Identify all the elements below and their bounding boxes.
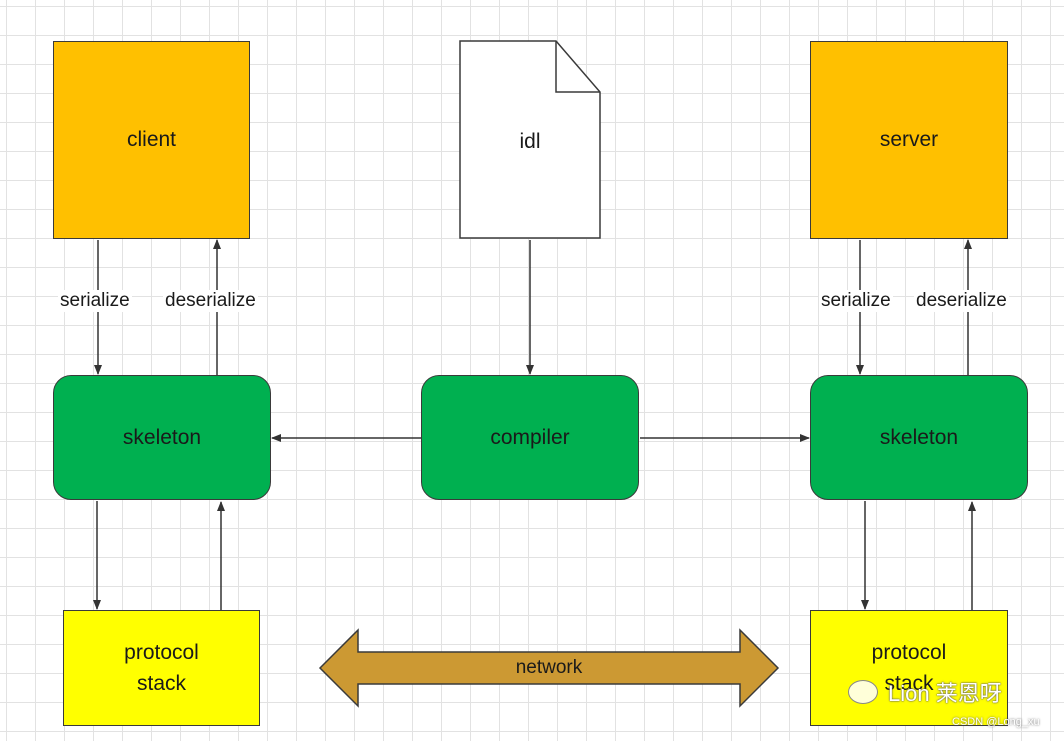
protocol-stack-right-box: protocol stack xyxy=(810,610,1008,726)
client-label: client xyxy=(126,128,177,151)
server-serialize-label: serialize xyxy=(819,290,893,312)
watermark: Lion 莱恩呀 xyxy=(848,676,1002,708)
skeleton-left-label: skeleton xyxy=(122,425,202,449)
protocol-stack-left-line1: protocol xyxy=(124,641,199,664)
server-box: server xyxy=(810,41,1008,239)
watermark-text: Lion 莱恩呀 xyxy=(888,681,1002,706)
watermark-source: CSDN @Long_xu xyxy=(952,716,1040,728)
server-deserialize-label: deserialize xyxy=(914,290,1009,312)
wechat-icon xyxy=(848,680,878,704)
protocol-stack-right-line2: stack xyxy=(884,672,934,695)
protocol-stack-left-line2: stack xyxy=(136,672,186,695)
skeleton-right-box: skeleton xyxy=(810,375,1028,500)
skeleton-left-box: skeleton xyxy=(53,375,271,500)
server-label: server xyxy=(879,128,939,151)
compiler-box: compiler xyxy=(421,375,639,500)
protocol-stack-left-box: protocol stack xyxy=(63,610,260,726)
client-box: client xyxy=(53,41,250,239)
network-double-arrow xyxy=(318,628,780,708)
protocol-stack-right-line1: protocol xyxy=(871,641,947,664)
idl-document-fold xyxy=(555,41,600,93)
client-serialize-label: serialize xyxy=(58,290,132,312)
network-label: network xyxy=(515,657,583,678)
compiler-label: compiler xyxy=(490,425,570,449)
idl-document-shape xyxy=(459,40,601,239)
idl-label: idl xyxy=(519,130,541,153)
skeleton-right-label: skeleton xyxy=(879,425,959,449)
client-deserialize-label: deserialize xyxy=(163,290,258,312)
